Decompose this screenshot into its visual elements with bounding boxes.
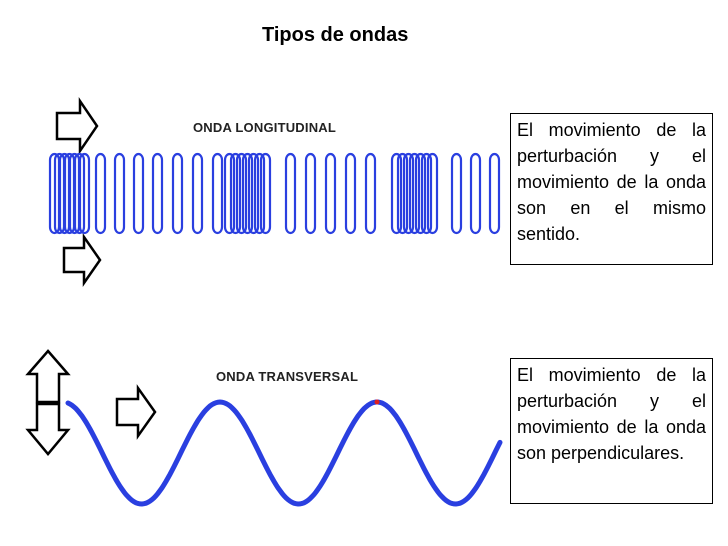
coil-loop (151, 152, 164, 235)
coil-loop (171, 152, 184, 235)
longitudinal-wave (48, 152, 501, 235)
transversal-wave (65, 399, 503, 507)
right-arrow-icon (115, 384, 157, 440)
coil-loop (420, 152, 433, 235)
coil-loop (304, 152, 317, 235)
coil-loop (284, 152, 297, 235)
coil-loop (469, 152, 482, 235)
coil-loop (229, 152, 242, 235)
coil-loop (408, 152, 421, 235)
coil-loop (259, 152, 272, 235)
coil-loop (396, 152, 409, 235)
right-arrow-icon (55, 96, 99, 156)
longitudinal-description: El movimiento de la perturbación y el mo… (517, 120, 706, 244)
coil-loop (450, 152, 463, 235)
crest-marker (374, 399, 380, 405)
coil-loop (223, 152, 236, 235)
coil-loop (324, 152, 337, 235)
coil-loop (78, 152, 91, 235)
transversal-description-box: El movimiento de la perturbación y el mo… (510, 358, 713, 504)
coil-loop (247, 152, 260, 235)
coil-loop (364, 152, 377, 235)
coil-loop (253, 152, 266, 235)
coil-loop (344, 152, 357, 235)
coil-loop (235, 152, 248, 235)
coil-loop (211, 152, 224, 235)
coil-loop (113, 152, 126, 235)
coil-loop (191, 152, 204, 235)
right-arrow-icon (62, 233, 102, 287)
transversal-wave-label: ONDA TRANSVERSAL (216, 369, 359, 384)
coil-loop (414, 152, 427, 235)
coil-loop (488, 152, 501, 235)
transversal-description: El movimiento de la perturbación y el mo… (517, 365, 706, 463)
coil-loop (94, 152, 107, 235)
coil-loop (73, 152, 86, 235)
longitudinal-description-box: El movimiento de la perturbación y el mo… (510, 113, 713, 265)
longitudinal-wave-label: ONDA LONGITUDINAL (193, 120, 337, 135)
coil-loop (402, 152, 415, 235)
coil-loop (390, 152, 403, 235)
coil-loop (241, 152, 254, 235)
coil-loop (426, 152, 439, 235)
up-arrow-icon (25, 349, 71, 404)
coil-loop (132, 152, 145, 235)
page-title: Tipos de ondas (262, 24, 409, 46)
down-arrow-icon (25, 402, 71, 456)
